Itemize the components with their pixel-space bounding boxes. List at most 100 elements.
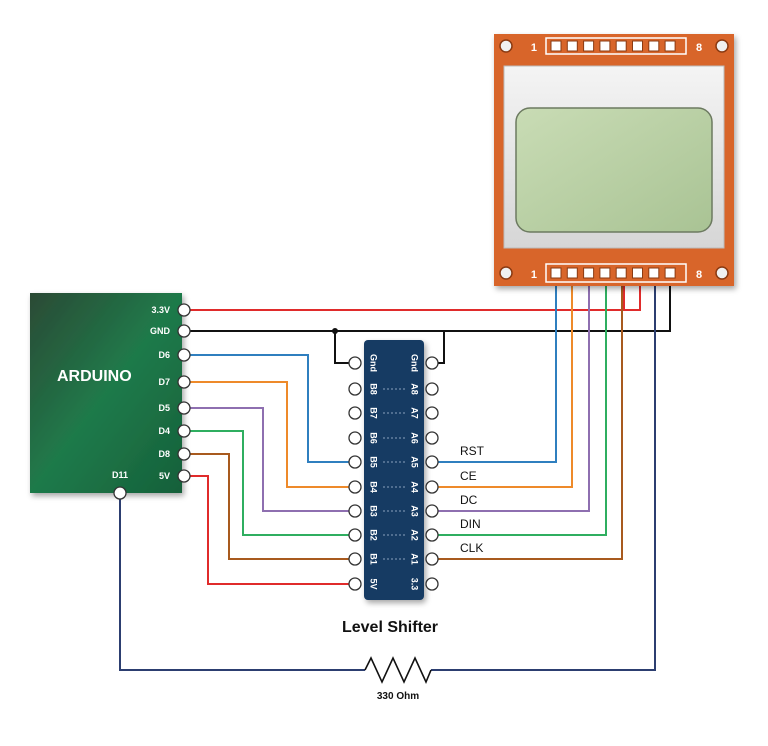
shifter-pin-b3-left: [348, 504, 362, 518]
resistor-zigzag: [364, 656, 432, 684]
lcd-mount-hole-bl: [499, 266, 513, 280]
arduino-pin-label-d6: D6: [158, 350, 170, 360]
shifter-pin-b6-left: [348, 431, 362, 445]
lcd-bottom-pin-1: [550, 267, 562, 279]
shifter-pin-33-right: [425, 577, 439, 591]
shifter-pin-label-b2-left: B2: [369, 529, 379, 541]
level-shifter-body: [364, 340, 424, 600]
arduino-pin-d6: D6: [158, 348, 191, 362]
shifter-pin-label-gnd-right: Gnd: [410, 354, 420, 372]
lcd-bottom-header: [545, 263, 687, 283]
signal-label-din: DIN: [460, 517, 481, 531]
arduino-pin-d8: D8: [158, 447, 191, 461]
shifter-pin-5v-left: [348, 577, 362, 591]
shifter-pin-label-b4-left: B4: [369, 481, 379, 493]
lcd-mount-hole-tl: [499, 39, 513, 53]
arduino-pin-d11-hole: [113, 486, 127, 500]
lcd-top-pins: [550, 40, 676, 52]
shifter-pin-b2-left: [348, 528, 362, 542]
arduino-pin-label-3v3: 3.3V: [151, 305, 170, 315]
wire-backlight: [431, 276, 656, 671]
shifter-pin-b5-left: [348, 455, 362, 469]
lcd-top-pin-6: [632, 40, 643, 52]
wire-d7: [186, 381, 355, 488]
resistor: 330 Ohm: [364, 656, 432, 702]
arduino-board: ARDUINO 3.3V GND D6 D7 D5 D4 D8: [30, 293, 191, 500]
shifter-pin-label-b6-left: B6: [369, 432, 379, 444]
arduino-pin-d4: D4: [158, 424, 191, 438]
shifter-pin-label-a2-right: A2: [410, 529, 420, 541]
lcd-bottom-pin-3: [583, 267, 595, 279]
arduino-pin-d8-hole: [177, 447, 191, 461]
lcd-top-header: [545, 37, 687, 55]
shifter-pin-label-a4-right: A4: [410, 481, 420, 493]
lcd-top-pin-end: 8: [696, 42, 702, 54]
wire-clk: [432, 276, 623, 560]
shifter-pin-a5-right: [425, 455, 439, 469]
lcd-bottom-pin-4: [599, 267, 611, 279]
arduino-pin-label-5v: 5V: [159, 471, 170, 481]
arduino-pin-d7-hole: [177, 375, 191, 389]
signal-label-ce: CE: [460, 469, 477, 483]
lcd-top-pin-5: [615, 40, 627, 52]
level-shifter-title: Level Shifter: [342, 619, 438, 636]
shifter-pin-label-5v-left: 5V: [369, 578, 379, 589]
shifter-pin-b4-left: [348, 480, 362, 494]
arduino-pin-gnd: GND: [150, 324, 191, 338]
lcd-bottom-pin-2: [566, 267, 578, 279]
lcd-top-pin-2: [566, 40, 578, 52]
shifter-pin-a3-right: [425, 504, 439, 518]
wire-d5: [186, 407, 355, 512]
shifter-pin-label-a5-right: A5: [410, 456, 420, 468]
shifter-pin-label-a8-right: A8: [410, 383, 420, 395]
shifter-pin-b8-left: [348, 382, 362, 396]
lcd-bottom-pin-5: [615, 267, 627, 279]
wire-din: [432, 276, 607, 536]
wire-d4: [186, 430, 355, 536]
lcd-top-pin-start: 1: [531, 42, 537, 54]
shifter-pin-a7-right: [425, 406, 439, 420]
shifter-pin-label-b5-left: B5: [369, 456, 379, 468]
wire-d6: [186, 354, 355, 463]
shifter-pin-label-33-right: 3.3: [410, 578, 420, 591]
shifter-pin-a1-right: [425, 552, 439, 566]
arduino-pin-d11: D11: [112, 470, 128, 500]
wire-gnd: [186, 276, 671, 332]
lcd-screen: [515, 107, 713, 233]
arduino-body: [30, 293, 182, 493]
arduino-pin-label-d11: D11: [112, 470, 128, 480]
shifter-pin-gnd-right: [425, 356, 439, 370]
shifter-pin-label-b8-left: B8: [369, 383, 379, 395]
signal-label-clk: CLK: [460, 541, 483, 555]
shifter-pin-label-a6-right: A6: [410, 432, 420, 444]
shifter-pin-a8-right: [425, 382, 439, 396]
wire-d8: [186, 453, 355, 560]
lcd-bottom-pins: [550, 267, 676, 279]
wire-gnd-shifter: [334, 331, 355, 364]
lcd-mount-hole-br: [715, 266, 729, 280]
lcd-bottom-pin-end: 8: [696, 269, 702, 281]
wire-d11: [119, 494, 365, 671]
wires: [119, 276, 671, 671]
lcd-bottom-pin-7: [648, 267, 660, 279]
arduino-pin-label-d5: D5: [158, 403, 170, 413]
shifter-pin-a2-right: [425, 528, 439, 542]
wire-ce: [432, 276, 573, 488]
level-shifter-pins: GndB8B7B6B5B4B3B2B15VGndA8A7A6A5A4A3A2A1…: [348, 354, 439, 591]
arduino-pin-d7: D7: [158, 375, 191, 389]
shifter-pin-label-b7-left: B7: [369, 407, 379, 419]
shifter-pin-a4-right: [425, 480, 439, 494]
lcd-top-pin-4: [599, 40, 611, 52]
arduino-pin-d5-hole: [177, 401, 191, 415]
shifter-pin-gnd-left: [348, 356, 362, 370]
lcd-top-pin-1: [550, 40, 562, 52]
resistor-label: 330 Ohm: [377, 691, 419, 702]
lcd-top-pin-7: [648, 40, 660, 52]
lcd-bottom-pin-start: 1: [531, 269, 537, 281]
shifter-pin-b1-left: [348, 552, 362, 566]
shifter-pin-label-b1-left: B1: [369, 553, 379, 565]
lcd-top-pin-3: [583, 40, 595, 52]
shifter-pin-label-b3-left: B3: [369, 505, 379, 517]
wire-dc: [432, 276, 590, 512]
